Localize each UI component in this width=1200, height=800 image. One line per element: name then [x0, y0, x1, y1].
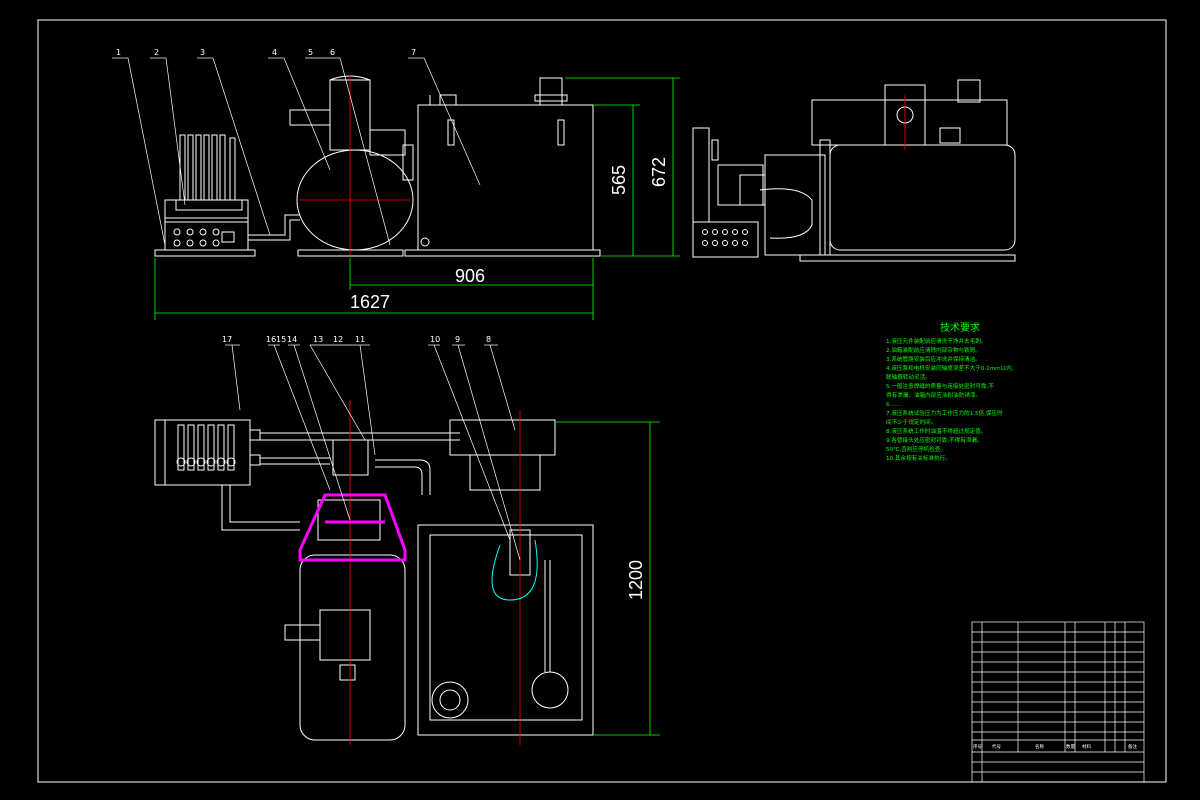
tb-header-code: 代号 — [992, 743, 1001, 750]
sheet-border — [37, 19, 1167, 783]
manifold-ports — [173, 228, 220, 247]
tech-req-line: 7.液压系统试验压力为工作压力的1.5倍,保压时 — [886, 409, 1003, 417]
tech-req-line: 6.…… — [886, 402, 903, 408]
tech-req-line: 联轴器转动灵活。 — [886, 373, 931, 381]
callout-16: 16 — [266, 335, 276, 344]
directional-valves — [175, 134, 243, 211]
tb-header-qty: 数量 — [1066, 743, 1075, 750]
tech-req-line: 9.各管接头处应密封可靠,不得有泄漏。 — [886, 436, 983, 444]
plan-motor — [299, 554, 406, 741]
callout-5: 5 — [308, 48, 313, 57]
tech-req-line: 3.系统管路安装后应冲洗并保持清洁。 — [886, 355, 981, 363]
plan-tank — [417, 524, 594, 736]
side-view — [692, 79, 1016, 262]
callout-15: 15 — [276, 335, 286, 344]
dim-1627: 1627 — [350, 292, 390, 312]
pump-bracket — [298, 493, 407, 562]
callout-7: 7 — [411, 48, 416, 57]
tb-header-no: 序号 — [973, 743, 982, 750]
callout-8: 8 — [486, 335, 491, 344]
callout-14: 14 — [287, 335, 297, 344]
dim-906: 906 — [455, 266, 485, 286]
drain-hose — [491, 539, 538, 601]
suction-pipe — [248, 214, 300, 236]
callout-9: 9 — [455, 335, 460, 344]
tb-header-name: 名称 — [1035, 743, 1044, 750]
tb-header-material: 材料 — [1082, 743, 1091, 750]
tech-req-line: 1.液压元件装配前应清洗干净并去毛刺。 — [886, 337, 986, 345]
callout-11: 11 — [355, 335, 365, 344]
oil-reservoir — [417, 104, 594, 251]
callout-4: 4 — [272, 48, 277, 57]
tech-req-line: 10.其余按有关标准执行。 — [886, 454, 951, 462]
dim-1200: 1200 — [626, 560, 646, 600]
front-dimensions — [154, 77, 680, 320]
title-block-headers: 序号 代号 名称 数量 材料 备注 — [973, 743, 1137, 750]
tech-req-line: 2.油箱装配前应清除内部杂物与铁屑。 — [886, 346, 981, 354]
tech-req-line: 50℃,否则应停机检查。 — [886, 445, 946, 453]
plan-view — [154, 400, 594, 745]
plan-dimensions — [555, 421, 660, 736]
bottom-leaders — [225, 344, 521, 561]
top-leaders — [112, 57, 481, 246]
callout-3: 3 — [200, 48, 205, 57]
technical-requirements: 技术要求 1.液压元件装配前应清洗干净并去毛刺。 2.油箱装配前应清除内部杂物与… — [886, 321, 1014, 462]
callout-2: 2 — [154, 48, 159, 57]
tech-req-line: 得有渗漏。油箱内部应涂耐油防锈漆。 — [886, 391, 981, 399]
callout-17: 17 — [222, 335, 232, 344]
callout-10: 10 — [430, 335, 440, 344]
tech-req-line: 5.一般注意焊缝的质量与连接处密封可靠,不 — [886, 382, 994, 390]
tb-header-remark: 备注 — [1128, 743, 1137, 750]
tech-req-line: 间不少于规定时间。 — [886, 418, 936, 426]
tech-req-line: 4.液压泵和电机安装同轴度误差不大于0.1mm以内, — [886, 364, 1014, 372]
title-block — [971, 621, 1145, 783]
callout-13: 13 — [313, 335, 323, 344]
callout-12: 12 — [333, 335, 343, 344]
tech-req-line: 8.液压系统工作时油温不得超过规定值。 — [886, 427, 986, 435]
callout-6: 6 — [330, 48, 335, 57]
callout-1: 1 — [116, 48, 121, 57]
valve-manifold — [164, 199, 249, 251]
tech-req-title: 技术要求 — [940, 321, 980, 334]
dim-565: 565 — [609, 165, 629, 195]
dim-672: 672 — [649, 157, 669, 187]
front-view — [154, 75, 601, 257]
plan-valve-bank — [154, 419, 251, 486]
